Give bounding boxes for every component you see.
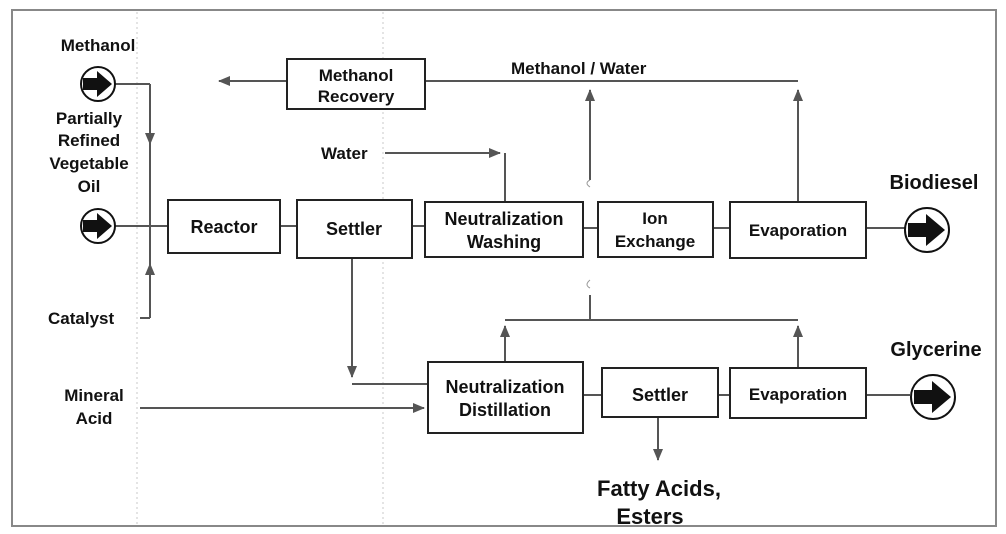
oil-input-label-3: Vegetable xyxy=(49,154,128,173)
glycerine-output-arrow-icon xyxy=(910,374,956,420)
neutralization-distillation-label-1: Neutralization xyxy=(445,377,564,397)
reactor-label: Reactor xyxy=(190,217,257,237)
methanol-input-label: Methanol xyxy=(61,36,136,55)
oil-input-label-2: Refined xyxy=(58,131,120,150)
neutralization-distillation-unit: Neutralization Distillation xyxy=(427,361,584,434)
settler-top-label: Settler xyxy=(326,219,382,239)
evaporation-top-unit: Evaporation xyxy=(729,201,867,259)
line-crossover-upper xyxy=(586,179,591,188)
evaporation-bottom-label: Evaporation xyxy=(749,385,847,404)
methanol-recovery-label-1: Methanol xyxy=(319,66,394,85)
methanol-input-arrow-icon xyxy=(80,66,116,102)
ion-exchange-label-2: Exchange xyxy=(615,232,695,251)
neutralization-distillation-label-2: Distillation xyxy=(459,400,551,420)
ion-exchange-label-1: Ion xyxy=(642,209,668,228)
glycerine-output-label: Glycerine xyxy=(890,339,981,361)
line-crossover-lower xyxy=(586,279,591,289)
methanol-recovery-label-2: Recovery xyxy=(318,87,395,106)
fatty-acids-output-label-2: Esters xyxy=(616,504,683,529)
settler-top-unit: Settler xyxy=(296,199,413,259)
oil-input-label-1: Partially xyxy=(56,109,123,128)
settler-bottom-label: Settler xyxy=(632,385,688,405)
methanol-recovery-unit: Methanol Recovery xyxy=(286,58,426,110)
ion-exchange-unit: Ion Exchange xyxy=(597,201,714,258)
neutralization-washing-label-2: Washing xyxy=(467,232,541,252)
water-input-label: Water xyxy=(321,144,368,163)
biodiesel-output-arrow-icon xyxy=(904,207,950,253)
outer-frame xyxy=(11,9,997,527)
oil-input-arrow-icon xyxy=(80,208,116,244)
evaporation-top-label: Evaporation xyxy=(749,221,847,240)
biodiesel-output-label: Biodiesel xyxy=(890,172,979,194)
fatty-acids-output-label-1: Fatty Acids, xyxy=(597,476,721,501)
neutralization-washing-unit: Neutralization Washing xyxy=(424,201,584,258)
settler-bottom-unit: Settler xyxy=(601,367,719,418)
catalyst-input-label: Catalyst xyxy=(48,309,114,328)
reactor-unit: Reactor xyxy=(167,199,281,254)
evaporation-bottom-unit: Evaporation xyxy=(729,367,867,419)
neutralization-washing-label-1: Neutralization xyxy=(444,209,563,229)
methanol-water-stream-label: Methanol / Water xyxy=(511,59,647,78)
mineral-acid-label-1: Mineral xyxy=(64,386,124,405)
oil-input-label-4: Oil xyxy=(78,177,101,196)
mineral-acid-label-2: Acid xyxy=(76,409,113,428)
